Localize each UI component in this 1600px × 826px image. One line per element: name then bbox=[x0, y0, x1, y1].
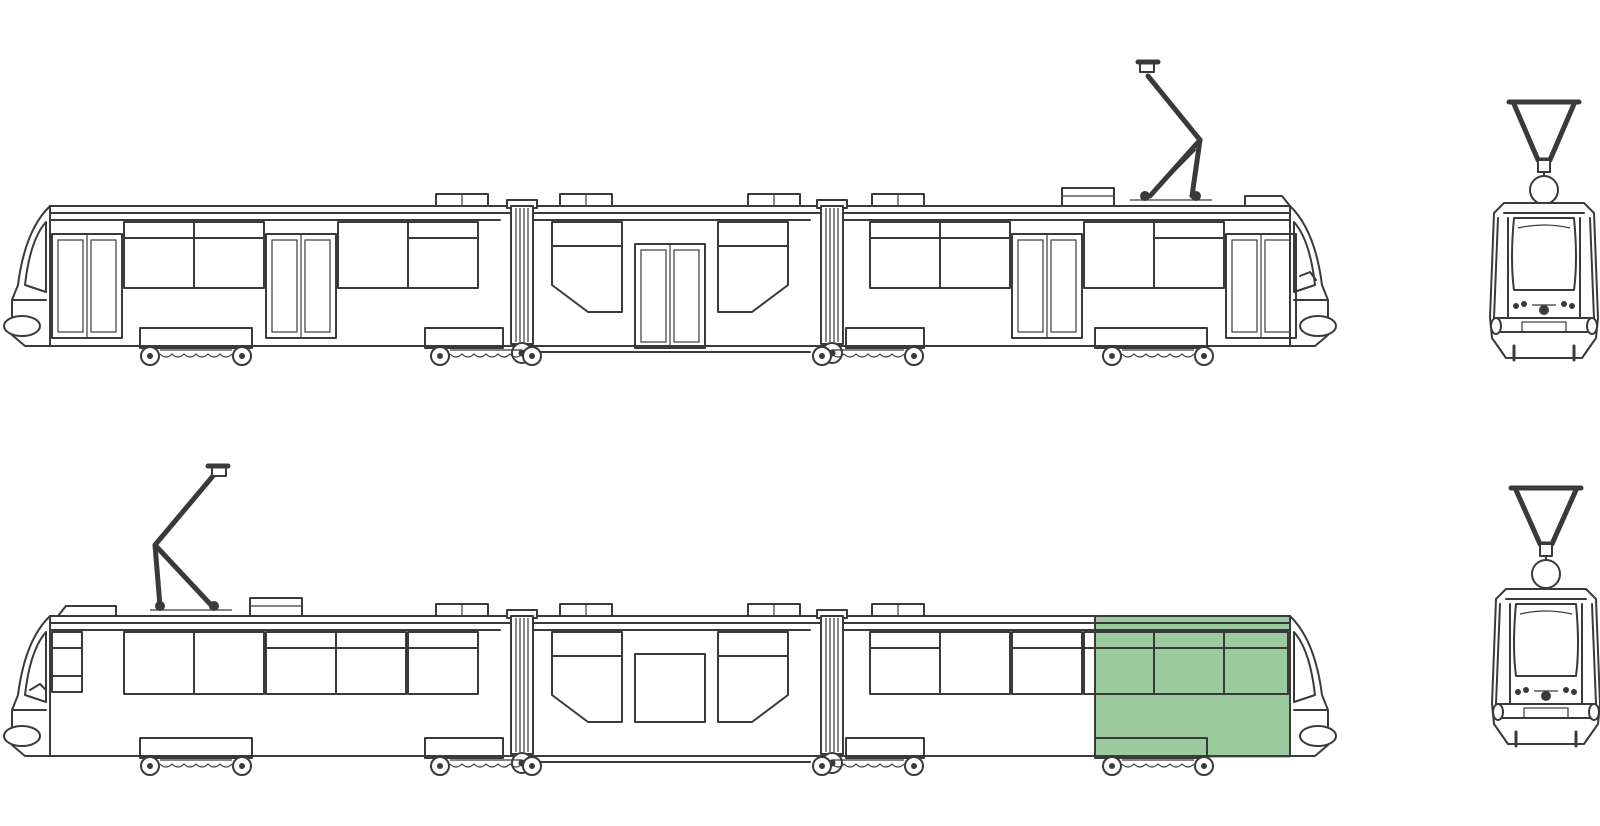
highlighted-section bbox=[1095, 616, 1290, 758]
pantograph-upper bbox=[1130, 59, 1212, 201]
tram-front-view-upper bbox=[1489, 99, 1599, 362]
pantograph-lower bbox=[150, 463, 232, 611]
tram-front-view-lower bbox=[1491, 485, 1600, 748]
tram-side-view-upper bbox=[3, 59, 1337, 365]
tram-side-view-lower bbox=[3, 463, 1337, 775]
